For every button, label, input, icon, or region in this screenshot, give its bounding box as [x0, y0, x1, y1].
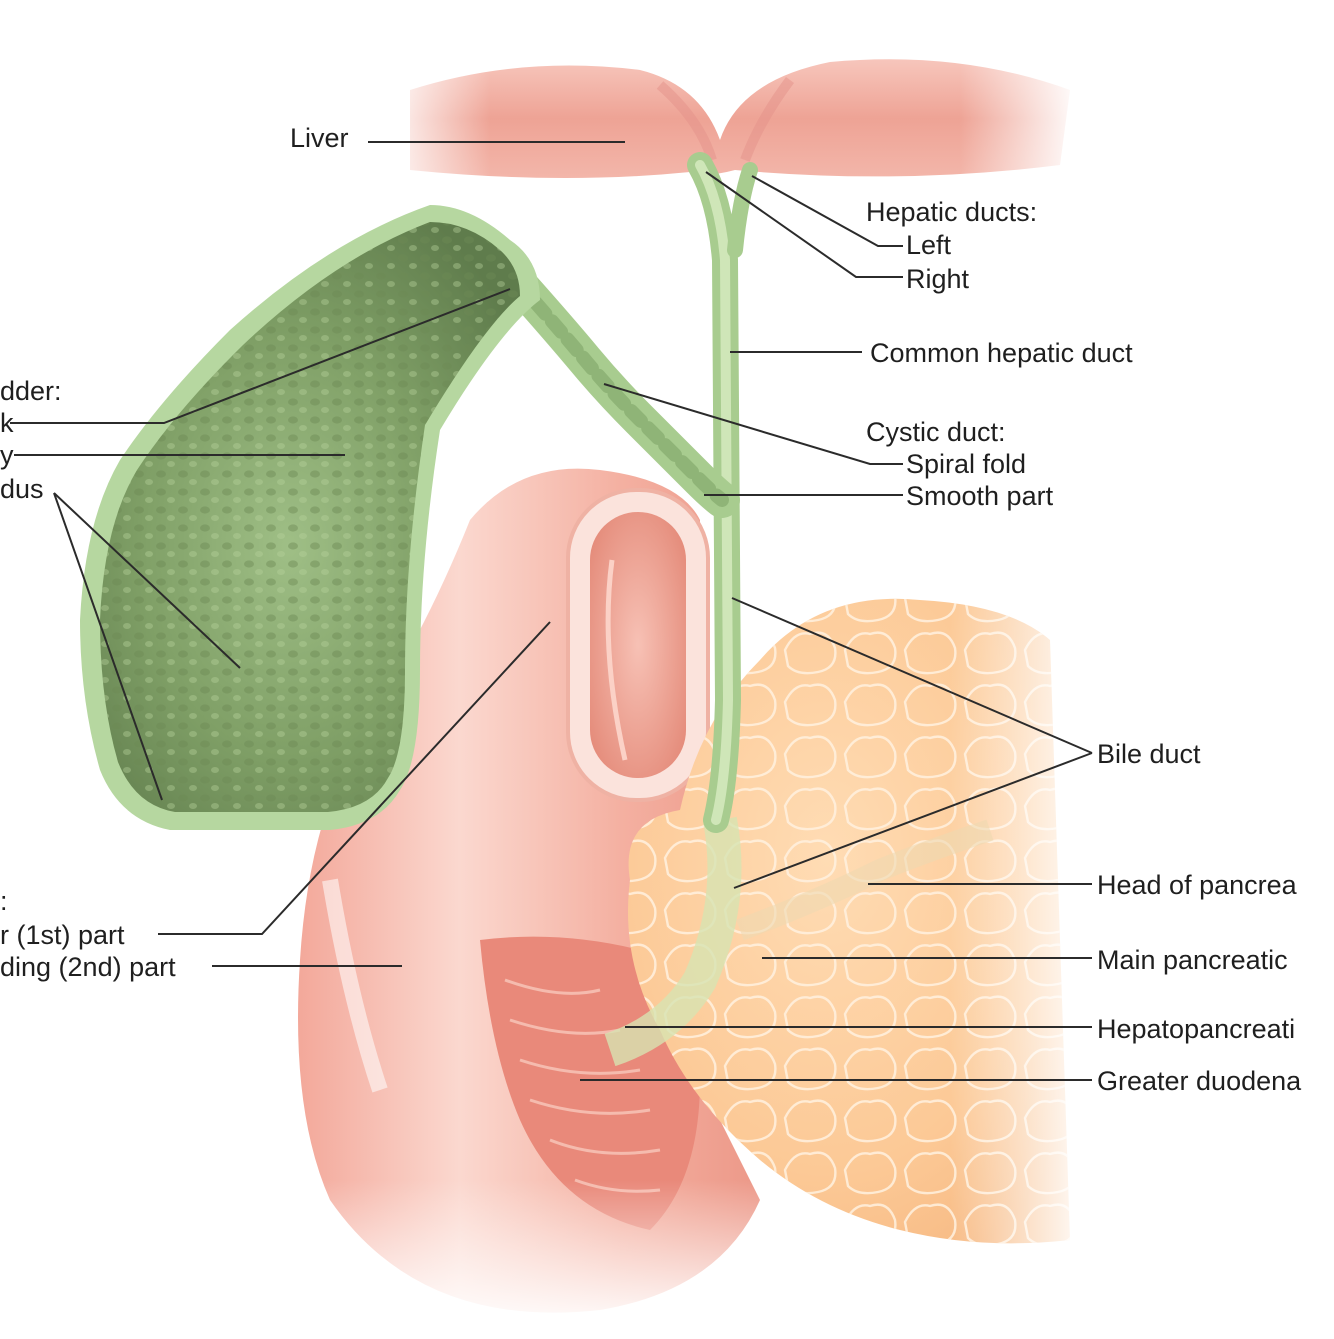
label-cystic-duct: Cystic duct: — [866, 417, 1006, 447]
leader-hepatic-right — [705, 171, 903, 278]
leader-hepatic-left — [751, 175, 903, 247]
label-main-pancreatic-duct: Main pancreatic — [1097, 945, 1288, 975]
label-smooth-part: Smooth part — [906, 481, 1054, 511]
leader-lines — [10, 141, 1093, 1081]
label-gallbladder-body: y — [0, 440, 14, 470]
label-gallbladder-fundus: dus — [0, 474, 44, 504]
label-hepatic-right: Right — [906, 264, 970, 294]
leader-bile-duct-a — [731, 597, 1093, 754]
leader-spiral-fold — [603, 383, 903, 465]
label-duodenum-superior: r (1st) part — [0, 920, 125, 950]
label-common-hepatic-duct: Common hepatic duct — [870, 338, 1133, 368]
label-gallbladder-neck: k — [0, 408, 14, 438]
label-spiral-fold: Spiral fold — [906, 449, 1026, 479]
leader-gb-neck — [10, 288, 511, 424]
bile-ducts — [502, 152, 758, 833]
label-duodenum-descending: ding (2nd) part — [0, 952, 176, 982]
label-head-of-pancreas: Head of pancrea — [1097, 870, 1298, 900]
pancreas-head — [604, 580, 1090, 1260]
liver — [380, 40, 1080, 190]
labels: Liver Hepatic ducts: Left Right Common h… — [0, 123, 1302, 1096]
leader-duodenum-superior — [158, 621, 551, 935]
label-greater-duodenal-papilla: Greater duodena — [1097, 1066, 1302, 1096]
duodenum-cut-lumen — [566, 488, 710, 802]
label-liver: Liver — [290, 123, 349, 153]
label-hepatopancreatic-ampulla: Hepatopancreati — [1097, 1014, 1295, 1044]
leader-gb-fundus-a — [53, 492, 241, 669]
label-hepatic-left: Left — [906, 230, 952, 260]
leader-gb-fundus-b — [53, 492, 163, 801]
label-bile-duct: Bile duct — [1097, 739, 1201, 769]
label-gallbladder: dder: — [0, 376, 62, 406]
label-duodenum: : — [0, 886, 8, 916]
gallbladder — [80, 205, 540, 830]
label-hepatic-ducts: Hepatic ducts: — [866, 197, 1037, 227]
leader-bile-duct-b — [733, 752, 1093, 889]
